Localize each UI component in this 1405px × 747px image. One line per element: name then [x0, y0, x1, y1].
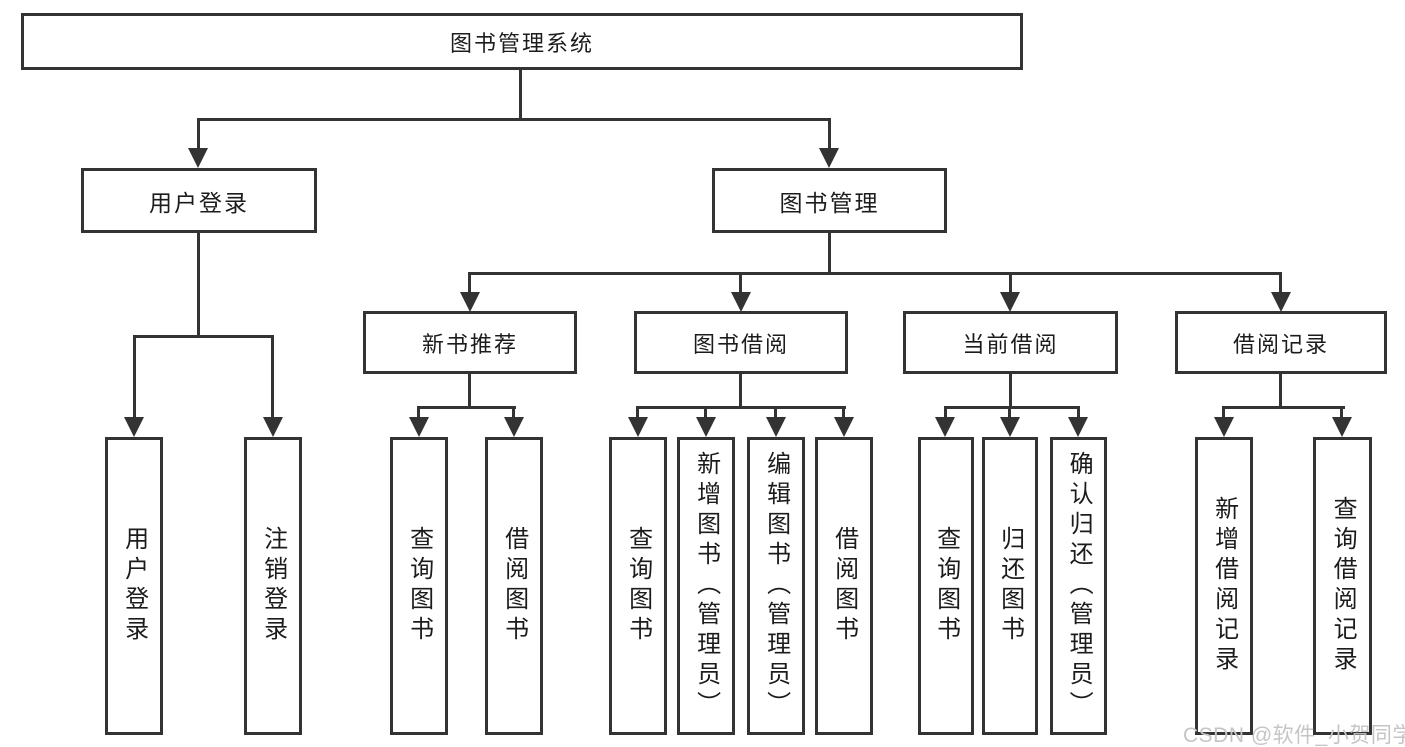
connector-line — [842, 406, 845, 421]
node-label: 当前借阅 — [962, 331, 1059, 357]
connector-line — [774, 406, 777, 421]
connector-line — [468, 374, 471, 408]
connector-line — [417, 406, 420, 421]
node-borrow-books-action: 借阅图书 — [815, 437, 873, 735]
connector-line — [468, 272, 471, 296]
connector-line — [519, 70, 522, 120]
arrow-down-icon — [1271, 292, 1291, 312]
arrow-down-icon — [263, 417, 283, 437]
node-query-books-current: 查询图书 — [918, 437, 974, 735]
node-query-books-recommend: 查询图书 — [390, 437, 448, 735]
node-label: 图书借阅 — [692, 331, 789, 357]
node-label: 图书管理系统 — [449, 30, 594, 56]
arrow-down-icon — [628, 417, 648, 437]
node-label: 归还图书 — [996, 526, 1024, 646]
node-current-borrow: 当前借阅 — [903, 311, 1118, 374]
node-confirm-return-admin: 确认归还（管理员） — [1050, 437, 1107, 735]
node-label: 新增图书（管理员） — [692, 451, 720, 721]
node-label: 查询图书 — [932, 526, 960, 646]
watermark: CSDN @软件_小贺同学 — [1183, 724, 1405, 747]
connector-line — [197, 233, 200, 338]
node-label: 注销登录 — [259, 526, 287, 646]
node-label: 用户登录 — [120, 526, 148, 646]
arrow-down-icon — [819, 148, 839, 168]
node-label: 编辑图书（管理员） — [762, 451, 790, 721]
connector-line — [636, 406, 639, 421]
node-book-management-branch: 图书管理 — [712, 168, 947, 233]
connector-line — [739, 272, 742, 296]
node-borrow-records: 借阅记录 — [1175, 311, 1387, 374]
node-label: 查询图书 — [405, 526, 433, 646]
node-label: 确认归还（管理员） — [1065, 451, 1093, 721]
connector-line — [197, 118, 831, 121]
connector-line — [944, 406, 1080, 409]
arrow-down-icon — [188, 148, 208, 168]
connector-line — [417, 406, 516, 409]
arrow-down-icon — [1068, 417, 1088, 437]
node-label: 借阅记录 — [1232, 331, 1329, 357]
connector-line — [271, 335, 274, 419]
connector-line — [1279, 374, 1282, 408]
node-add-book-admin: 新增图书（管理员） — [677, 437, 735, 735]
arrow-down-icon — [504, 417, 524, 437]
connector-line — [468, 272, 1281, 275]
node-library-management-system: 图书管理系统 — [21, 13, 1023, 70]
arrow-down-icon — [766, 417, 786, 437]
connector-line — [739, 374, 742, 408]
arrow-down-icon — [124, 417, 144, 437]
arrow-down-icon — [1000, 417, 1020, 437]
node-return-books: 归还图书 — [982, 437, 1038, 735]
arrow-down-icon — [731, 292, 751, 312]
node-new-book-recommend: 新书推荐 — [363, 311, 577, 374]
node-label: 新增借阅记录 — [1210, 496, 1238, 676]
connector-line — [133, 335, 273, 338]
node-label: 查询图书 — [624, 526, 652, 646]
node-user-login-action: 用户登录 — [105, 437, 163, 735]
connector-line — [944, 406, 947, 421]
connector-line — [1008, 406, 1011, 421]
connector-line — [828, 233, 831, 275]
arrow-down-icon — [1000, 292, 1020, 312]
connector-line — [1009, 374, 1012, 408]
connector-line — [197, 118, 200, 152]
node-query-borrow-record: 查询借阅记录 — [1313, 437, 1372, 735]
node-label: 借阅图书 — [500, 526, 528, 646]
connector-line — [1222, 406, 1345, 409]
node-label: 查询借阅记录 — [1329, 496, 1357, 676]
node-add-borrow-record: 新增借阅记录 — [1195, 437, 1253, 735]
arrow-down-icon — [696, 417, 716, 437]
connector-line — [1340, 406, 1343, 421]
connector-line — [704, 406, 707, 421]
node-label: 借阅图书 — [830, 526, 858, 646]
arrow-down-icon — [460, 292, 480, 312]
node-logout-action: 注销登录 — [244, 437, 302, 735]
arrow-down-icon — [935, 417, 955, 437]
node-borrow-books-recommend: 借阅图书 — [485, 437, 543, 735]
connector-line — [1222, 406, 1225, 421]
arrow-down-icon — [834, 417, 854, 437]
arrow-down-icon — [409, 417, 429, 437]
node-edit-book-admin: 编辑图书（管理员） — [747, 437, 805, 735]
connector-line — [133, 335, 136, 419]
arrow-down-icon — [1214, 417, 1234, 437]
arrow-down-icon — [1332, 417, 1352, 437]
connector-line — [1077, 406, 1080, 421]
node-label: 新书推荐 — [421, 331, 518, 357]
node-label: 用户登录 — [149, 189, 249, 216]
connector-line — [828, 118, 831, 152]
connector-line — [512, 406, 515, 421]
node-query-books-borrow: 查询图书 — [609, 437, 667, 735]
node-user-login-branch: 用户登录 — [81, 168, 317, 233]
connector-line — [1279, 272, 1282, 296]
connector-line — [1009, 272, 1012, 296]
connector-line — [636, 406, 846, 409]
node-label: 图书管理 — [779, 189, 880, 216]
node-book-borrow: 图书借阅 — [634, 311, 848, 374]
